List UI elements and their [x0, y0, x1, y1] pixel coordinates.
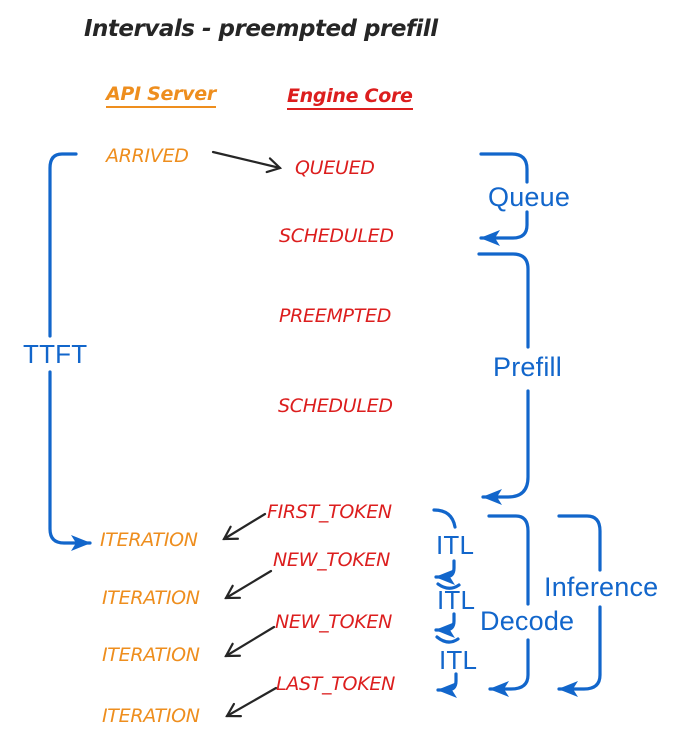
ttft-bracket [48, 152, 92, 551]
arrow-last-token-to-iteration [227, 686, 278, 716]
inference-bracket-arrow [557, 605, 602, 697]
prefill-bracket-top [477, 252, 530, 349]
event-last-token: LAST_TOKEN [276, 673, 395, 695]
decode-bracket [487, 514, 530, 697]
event-iteration-2: ITERATION [102, 587, 200, 609]
interval-label-itl-2: ITL [437, 585, 476, 615]
event-iteration-4: ITERATION [102, 705, 200, 727]
itl-brackets [432, 508, 461, 698]
itl-tail-1 [436, 582, 461, 590]
arrow-new-token1-to-iteration [226, 569, 273, 598]
arrow-new-token2-to-iteration [226, 625, 276, 656]
event-new-token-1: NEW_TOKEN [273, 549, 391, 571]
queue-bracket-top [479, 152, 529, 184]
event-new-token-2: NEW_TOKEN [275, 611, 393, 633]
event-first-token: FIRST_TOKEN [267, 501, 392, 523]
event-arrows [211, 150, 280, 716]
interval-label-decode: Decode [480, 606, 575, 636]
event-scheduled-2: SCHEDULED [278, 395, 393, 417]
decode-bracket-arrow [488, 638, 530, 697]
ttft-bracket-top [48, 152, 78, 338]
decode-bracket-top [487, 514, 530, 606]
interval-label-ttft: TTFT [23, 339, 88, 369]
queue-bracket-arrow [479, 210, 529, 246]
column-header-engine-core: Engine Core [287, 86, 413, 110]
event-arrived: ARRIVED [106, 145, 189, 167]
interval-label-queue: Queue [488, 182, 571, 212]
event-queued: QUEUED [295, 157, 375, 179]
interval-label-itl-1: ITL [436, 530, 475, 560]
itl-tail-2 [435, 635, 460, 644]
column-header-api-server: API Server [106, 84, 216, 108]
itl-hook-arrow-1 [434, 559, 456, 585]
interval-label-prefill: Prefill [493, 352, 562, 382]
itl-hook-arrow-3 [436, 672, 458, 698]
arrow-first-token-to-iteration [224, 512, 267, 539]
diagram-title: Intervals - preempted prefill [84, 16, 438, 42]
queue-bracket [479, 152, 529, 246]
event-scheduled-1: SCHEDULED [279, 225, 394, 247]
event-iteration-1: ITERATION [100, 529, 198, 551]
event-iteration-3: ITERATION [102, 644, 200, 666]
itl-bracket-start [432, 508, 457, 529]
inference-bracket [557, 514, 602, 697]
arrow-arrived-to-queued [211, 150, 280, 168]
prefill-bracket [477, 252, 530, 505]
event-preempted: PREEMPTED [279, 305, 392, 327]
inference-bracket-top [557, 514, 602, 572]
ttft-bracket-arrow [48, 370, 92, 551]
itl-hook-arrow-2 [434, 612, 456, 638]
interval-label-itl-3: ITL [439, 645, 478, 675]
interval-label-inference: Inference [544, 572, 659, 602]
prefill-bracket-arrow [481, 389, 530, 505]
